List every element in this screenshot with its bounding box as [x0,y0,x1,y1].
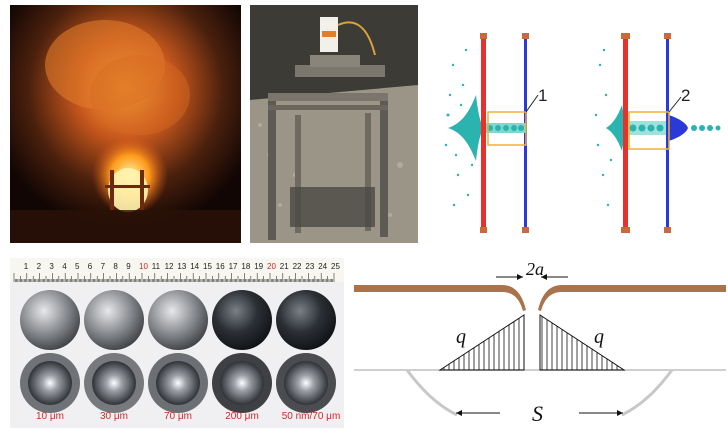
ruler-number: 15 [203,262,212,271]
ruler-number: 2 [37,262,42,271]
ruler-number: 16 [216,262,225,271]
simulation-before: 1 [444,33,547,233]
simulation-panel: 1 2 [428,5,728,245]
ruler-number: 12 [165,262,174,271]
explosion-photo [10,5,241,243]
ruler-number: 5 [75,262,80,271]
ruler-number: 11 [152,262,161,271]
ruler-number: 22 [293,262,302,271]
ruler-number: 6 [88,262,93,271]
dome-row [20,290,336,350]
test-rig-photo [250,5,418,243]
ruler-number: 25 [331,262,340,271]
sample-label-10um: 10 μm [36,411,64,422]
ruler-number: 19 [254,262,263,271]
sample-label-50nm-70um: 50 nm/70 μm [281,411,341,422]
callout-2: 2 [681,86,690,105]
simulation-after: 2 [594,33,721,233]
ruler-number: 17 [229,262,238,271]
load-label-left: q [456,326,466,348]
ruler-number: 24 [318,262,327,271]
span-label: S [532,401,543,426]
sample-label-200um: 200 μm [225,411,259,422]
loading-schematic: 2a q q S [352,255,728,430]
sample-label-70um: 70 μm [164,411,192,422]
ruler-number: 23 [305,262,314,271]
cup-row [20,353,336,413]
ruler-number: 20 [267,262,276,271]
ruler-number: 4 [62,262,67,271]
ruler-number: 10 [139,262,148,271]
ruler-number: 21 [280,262,289,271]
ruler-number: 14 [190,262,199,271]
ruler-number: 7 [101,262,106,271]
callout-1: 1 [538,86,547,105]
gap-label: 2a [526,259,544,279]
load-label-right: q [594,326,604,348]
ruler-number: 9 [126,262,131,271]
ruler-number: 3 [49,262,54,271]
ruler-number: 18 [241,262,250,271]
ruler-number: 8 [113,262,118,271]
ruler-number: 13 [177,262,186,271]
sample-label-30um: 30 μm [100,411,128,422]
ruler-number: 1 [24,262,29,271]
